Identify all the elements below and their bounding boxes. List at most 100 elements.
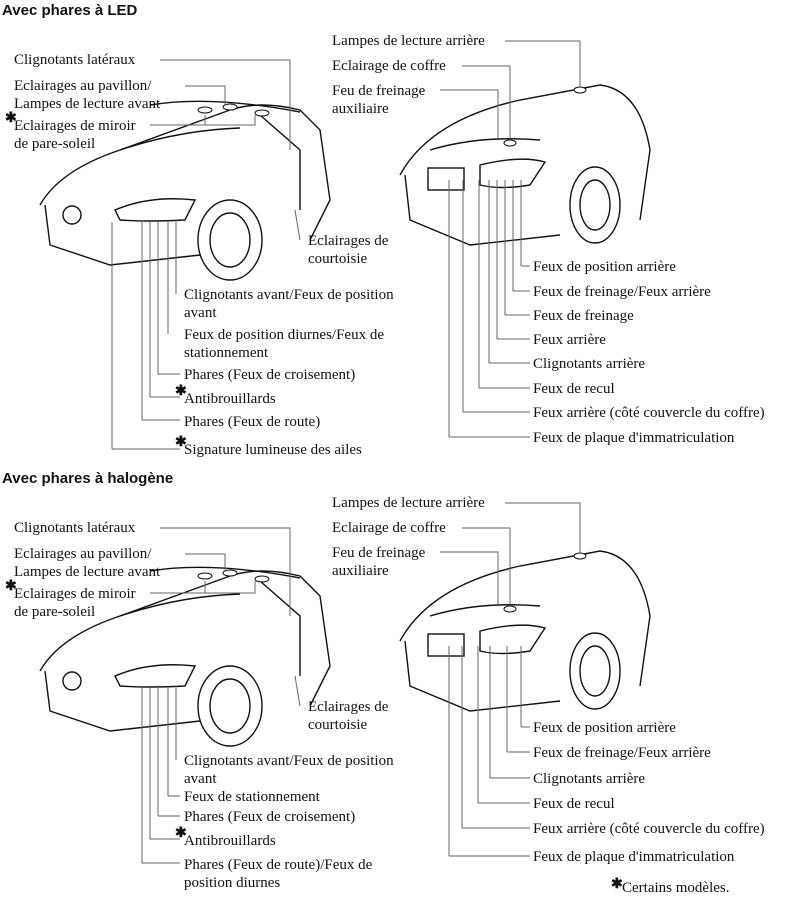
front-callout-label: Clignotants avant/Feux de position avant [184,753,394,787]
front-callout-label: Clignotants latéraux [14,52,136,68]
section-title-halogen: Avec phares à halogène [2,470,174,487]
leader-line [111,222,180,450]
leader-line [150,115,256,126]
optional-star-icon: ✱ [175,384,187,399]
trunk-lid [429,604,541,617]
front-callout-label: Phares (Feux de croisement) [184,367,356,383]
leader-line [512,180,530,292]
rear-callout-label: Feux arrière (côté couvercle du coffre) [533,405,765,421]
leader-line [185,85,226,106]
leader-line [488,180,530,364]
rear-callout-label: Feux de recul [533,381,615,397]
front-car-bumper [44,204,201,266]
footnote-star-icon: ✱ [611,877,623,892]
front-car-roof [149,566,301,579]
rear-callout-label: Feux de freinage/Feux arrière [533,745,711,761]
leader-line [462,65,511,140]
front-wheel-rim [209,678,251,734]
front-callout-label: Signature lumineuse des ailes [184,442,362,458]
roof-lamp [222,569,238,577]
leader-line [505,502,581,554]
trunk-lamp [503,605,517,613]
front-callout-label: Phares (Feux de croisement) [184,809,356,825]
rear-callout-label: Feux de freinage [533,308,634,324]
leader-line [448,180,530,438]
rear-wheel-rim [579,179,611,231]
rear-callout-label: Lampes de lecture arrière [332,33,485,49]
rear-callout-label: Feux de plaque d'immatriculation [533,849,735,865]
rear-callout-label: Feux arrière (côté couvercle du coffre) [533,821,765,837]
front-callout-label: Eclairages de courtoisie [308,699,389,733]
leader-line [160,59,291,150]
headlamp [114,664,197,688]
leader-line [448,646,530,857]
leader-line [160,527,291,616]
front-callout-label: Phares (Feux de route)/Feux de position … [184,857,373,891]
optional-star-icon: ✱ [175,826,187,841]
leader-line [506,646,530,753]
front-car-pillar [259,580,301,676]
rear-callout-label: Feux de recul [533,796,615,812]
front-callout-label: Feux de stationnement [184,789,320,805]
front-wheel [197,665,263,747]
front-callout-label: Eclairages de courtoisie [308,233,389,267]
leader-line [440,89,499,138]
front-car-bumper [44,670,201,732]
roof-lamp [197,572,213,580]
rear-callout-label: Eclairage de coffre [332,58,446,74]
rear-car-body [399,84,651,221]
leader-line [496,180,530,340]
front-emblem [62,205,82,225]
leader-line [461,646,530,829]
rear-callout-label: Clignotants arrière [533,771,646,787]
roof-lamp [197,106,213,114]
front-callout-label: Phares (Feux de route) [184,414,321,430]
license-plate [427,633,465,657]
front-car-windshield-base [119,127,241,151]
optional-star-icon: ✱ [5,579,17,594]
leader-line [150,581,256,594]
leader-line [149,688,180,840]
rear-wheel [569,166,621,244]
rear-callout-label: Feux de position arrière [533,259,676,275]
front-wheel-rim [209,212,251,268]
leader-line [504,180,530,316]
rear-car-bumper [404,640,561,712]
leader-line [520,180,530,267]
front-callout-label: Eclairages au pavillon/ Lampes de lectur… [14,546,161,580]
rear-callout-label: Feux de position arrière [533,720,676,736]
roof-lamp [254,575,270,583]
rear-callout-label: Lampes de lecture arrière [332,495,485,511]
leader-line [185,553,226,572]
rear-callout-label: Feu de freinage auxiliaire [332,545,426,579]
rear-wheel [569,632,621,710]
front-callout-label: Eclairages de miroir de pare-soleil [14,586,136,620]
rear-callout-label: Clignotants arrière [533,356,646,372]
rear-car-bumper [404,174,561,246]
optional-star-icon: ✱ [5,111,17,126]
front-callout-label: Eclairages au pavillon/ Lampes de lectur… [14,78,161,112]
leader-line [157,688,180,817]
front-car-windshield-base [119,593,241,617]
leader-line [167,688,180,797]
leader-line [141,222,180,421]
front-callout-label: Clignotants avant/Feux de position avant [184,287,394,321]
leader-line [505,40,581,88]
leader-line [157,222,180,375]
rear-callout-label: Feux de freinage/Feux arrière [533,284,711,300]
rear-callout-label: Feux de plaque d'immatriculation [533,430,735,446]
front-callout-label: Eclairages de miroir de pare-soleil [14,118,136,152]
trunk-lamp [503,139,517,147]
front-wheel [197,199,263,281]
rear-callout-label: Feu de freinage auxiliaire [332,83,426,117]
leader-line [141,688,180,864]
leader-line [294,675,301,707]
leader-line [462,527,511,606]
roof-lamp [254,109,270,117]
trunk-lid [429,138,541,151]
leader-line [294,209,301,241]
leader-line [489,646,530,779]
roof-lamp [222,103,238,111]
front-callout-label: Feux de position diurnes/Feux de station… [184,327,384,361]
